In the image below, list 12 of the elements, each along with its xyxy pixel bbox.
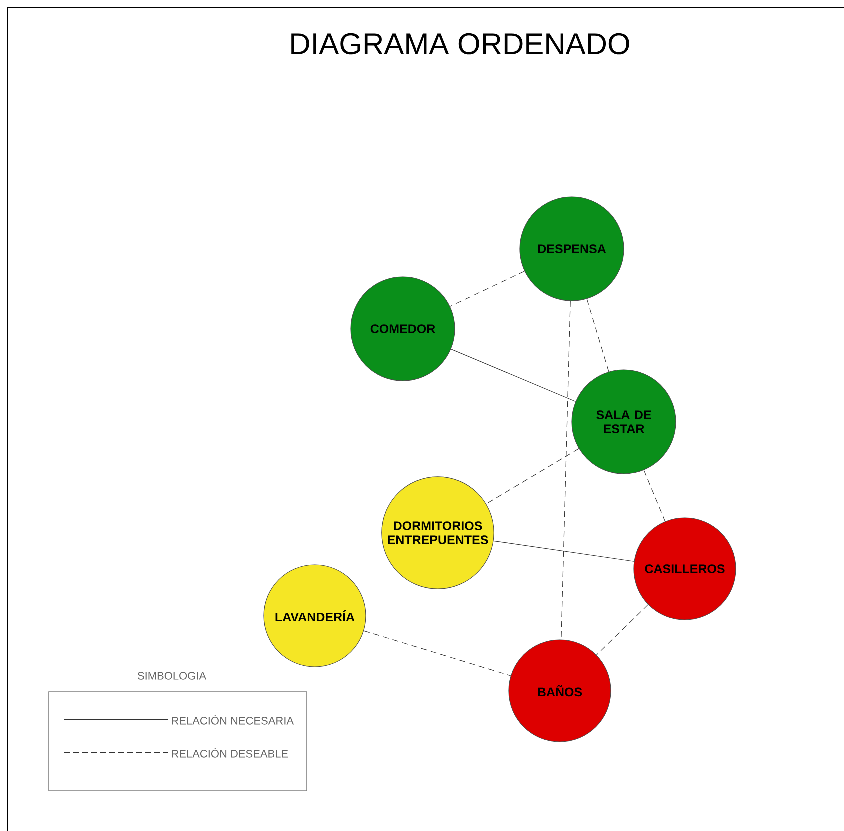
legend-text: RELACIÓN NECESARIA xyxy=(172,715,294,725)
relation-line xyxy=(494,540,635,562)
legend-heading: SIMBOLOGIA xyxy=(138,672,207,680)
relation-line xyxy=(486,448,580,504)
title: DIAGRAMA ORDENADO xyxy=(292,33,630,55)
legend-text: RELACIÓN DESEABLE xyxy=(172,748,288,758)
relation-line xyxy=(596,604,649,656)
relation-line xyxy=(450,271,526,307)
relation-line xyxy=(364,630,512,676)
relation-line xyxy=(586,298,610,372)
relation-line xyxy=(450,349,576,402)
relation-line xyxy=(644,470,666,522)
